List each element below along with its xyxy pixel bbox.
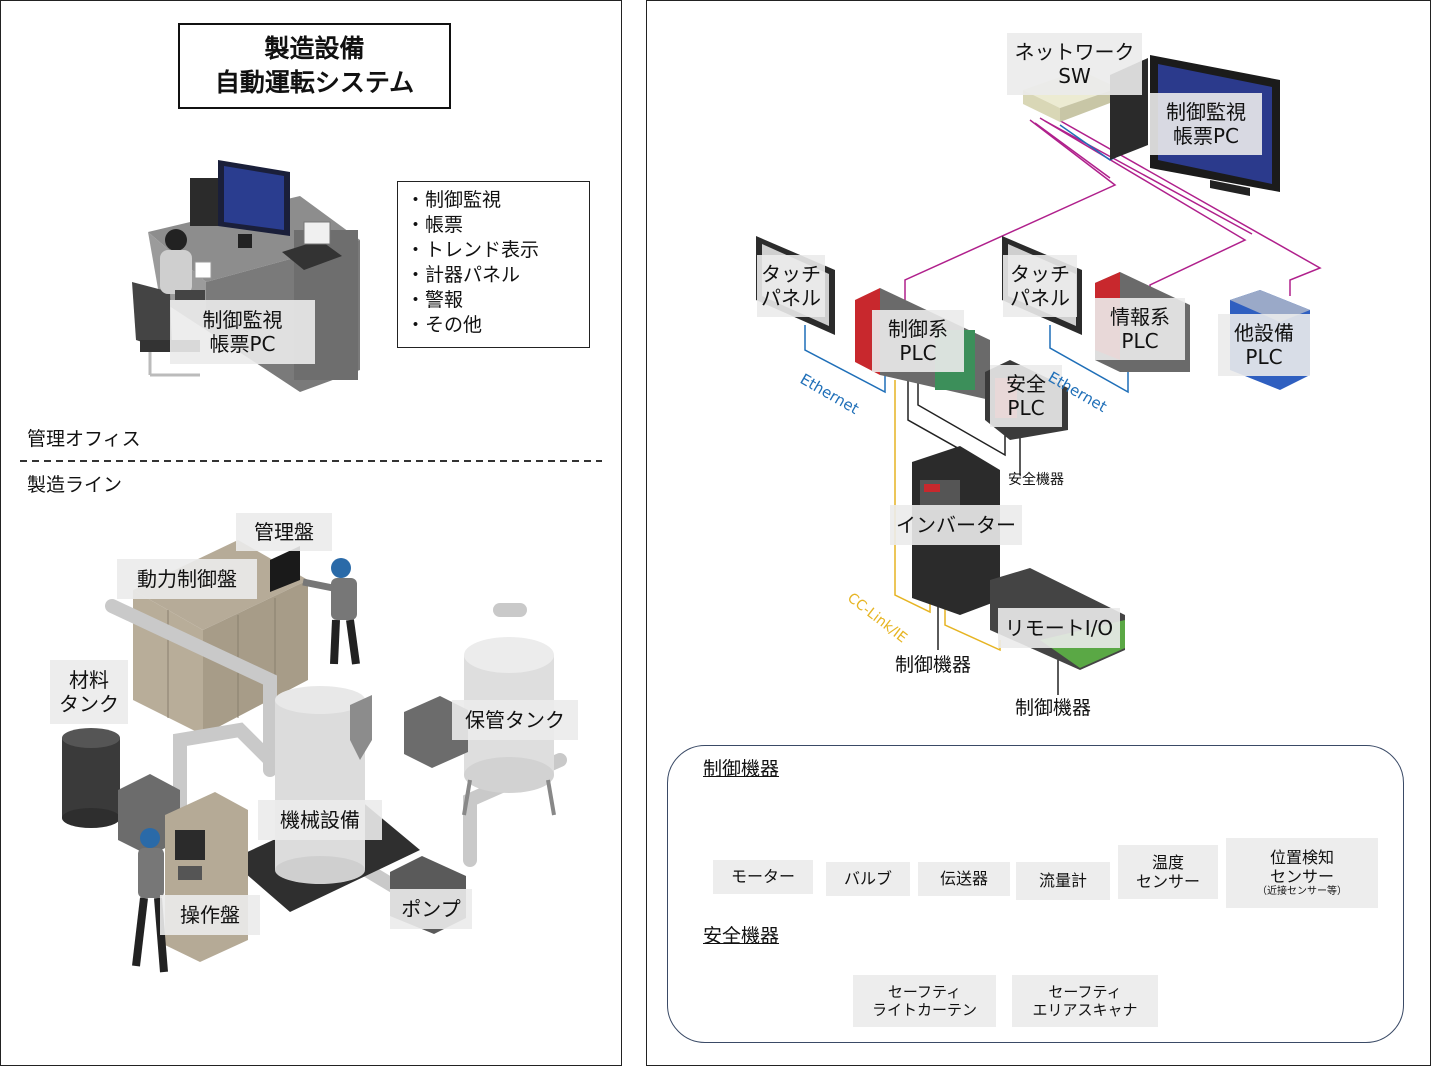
legend-safety-heading: 安全機器 bbox=[703, 925, 780, 947]
touch-panel-2-label: タッチ パネル bbox=[1003, 255, 1077, 317]
pump-label: ポンプ bbox=[390, 889, 472, 929]
feature-item: ・その他 bbox=[406, 314, 483, 336]
operator-illustration bbox=[132, 828, 168, 973]
other-plc-label: 他設備 PLC bbox=[1218, 314, 1310, 376]
safety-device-label: 安全機器 bbox=[1008, 472, 1064, 488]
control-device-1-label: 制御機器 bbox=[895, 654, 972, 676]
monitor-pc-label: 制御監視 帳票PC bbox=[1150, 93, 1262, 155]
remote-io-label: リモートI/O bbox=[998, 608, 1120, 648]
feature-list: ・制御監視 ・帳票 ・トレンド表示 ・計器パネル ・警報 ・その他 bbox=[397, 181, 590, 348]
legend-temp-sensor-label: 温度 センサー bbox=[1118, 845, 1218, 899]
feature-item: ・計器パネル bbox=[406, 264, 521, 286]
power-panel-label: 動力制御盤 bbox=[117, 559, 257, 599]
legend-valve-label: バルブ bbox=[826, 862, 910, 896]
zone-line-label: 製造ライン bbox=[27, 474, 123, 496]
network-sw-label: ネットワーク SW bbox=[1007, 33, 1142, 95]
storage-tank-label: 保管タンク bbox=[452, 700, 578, 740]
legend-area-scanner-label: セーフティ エリアスキャナ bbox=[1012, 975, 1158, 1027]
material-tank-label: 材料 タンク bbox=[50, 660, 128, 724]
ethernet-line-2 bbox=[1049, 325, 1129, 394]
worker-illustration bbox=[302, 558, 360, 665]
legend-control-heading: 制御機器 bbox=[703, 758, 780, 780]
legend-position-sensor: 位置検知 センサー （近接センサー等） bbox=[1226, 838, 1378, 908]
legend-position-sensor-note: （近接センサー等） bbox=[1257, 886, 1347, 898]
feature-item: ・帳票 bbox=[406, 214, 464, 236]
office-pc-label: 制御監視 帳票PC bbox=[170, 300, 315, 364]
touch-panel-1-label: タッチ パネル bbox=[757, 255, 825, 317]
feature-item: ・トレンド表示 bbox=[406, 239, 540, 261]
safety-plc-label: 安全 PLC bbox=[990, 365, 1062, 427]
system-title: 製造設備 自動運転システム bbox=[178, 23, 451, 109]
inverter-label: インバーター bbox=[890, 505, 1022, 545]
legend-position-sensor-label: 位置検知 センサー bbox=[1269, 847, 1334, 886]
feature-item: ・制御監視 bbox=[406, 189, 502, 211]
info-plc-label: 情報系 PLC bbox=[1095, 298, 1185, 360]
material-tank-illustration bbox=[62, 728, 120, 828]
legend-transmitter-label: 伝送器 bbox=[918, 862, 1010, 896]
legend-light-curtain-label: セーフティ ライトカーテン bbox=[853, 975, 996, 1027]
feature-item: ・警報 bbox=[406, 289, 464, 311]
zone-office-label: 管理オフィス bbox=[27, 428, 141, 450]
legend-flowmeter-label: 流量計 bbox=[1016, 862, 1110, 900]
control-plc-label: 制御系 PLC bbox=[872, 310, 964, 372]
legend-motor-label: モーター bbox=[713, 860, 813, 894]
network-lines bbox=[904, 114, 1322, 300]
operation-panel-label: 操作盤 bbox=[160, 895, 260, 935]
machine-label: 機械設備 bbox=[258, 800, 382, 840]
management-panel-label: 管理盤 bbox=[236, 513, 332, 551]
control-device-2-label: 制御機器 bbox=[1015, 697, 1092, 719]
machine-equipment-illustration bbox=[230, 686, 420, 912]
